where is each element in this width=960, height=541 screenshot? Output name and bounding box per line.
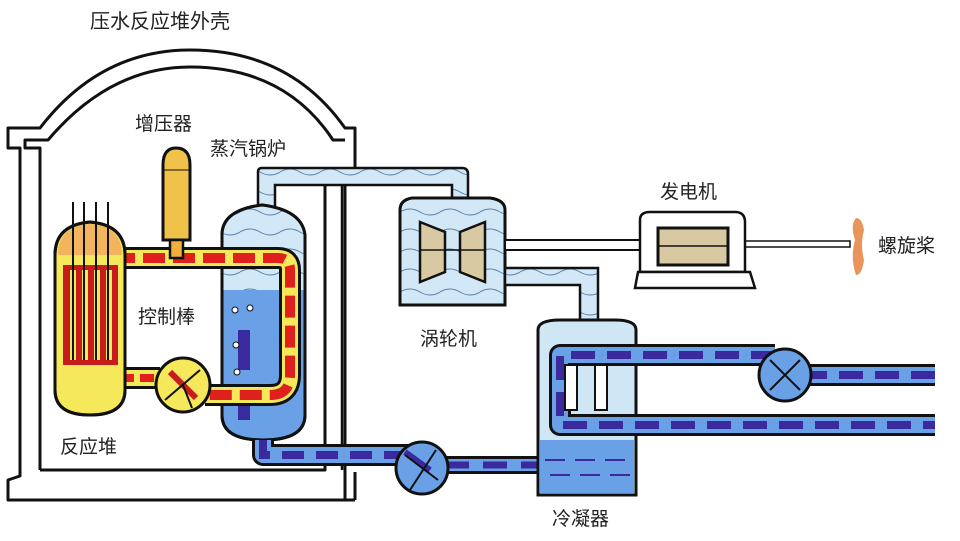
reactor-vessel[interactable] [53, 220, 127, 417]
control-rods-label: 控制棒 [138, 306, 195, 328]
cooling-loop [549, 344, 935, 436]
feedwater-pump[interactable] [394, 440, 450, 496]
cooling-pump[interactable] [757, 347, 813, 403]
generator-label: 发电机 [660, 181, 717, 203]
steam-generator-label: 蒸汽锅炉 [210, 138, 286, 160]
condenser-label: 冷凝器 [552, 508, 609, 530]
reactor-label: 反应堆 [60, 436, 117, 458]
turbine-label: 涡轮机 [420, 328, 477, 350]
primary-pump[interactable] [154, 356, 212, 414]
title-label: 压水反应堆外壳 [90, 9, 230, 33]
pressurizer-label: 增压器 [135, 113, 192, 135]
control-rods[interactable] [72, 202, 109, 360]
pressurizer[interactable] [161, 146, 192, 260]
generator[interactable] [633, 210, 757, 290]
propeller-label: 螺旋桨 [878, 235, 935, 257]
turbine[interactable] [398, 196, 507, 307]
feedwater-line [252, 440, 545, 474]
propeller [852, 218, 864, 275]
exhaust-duct [503, 266, 600, 327]
